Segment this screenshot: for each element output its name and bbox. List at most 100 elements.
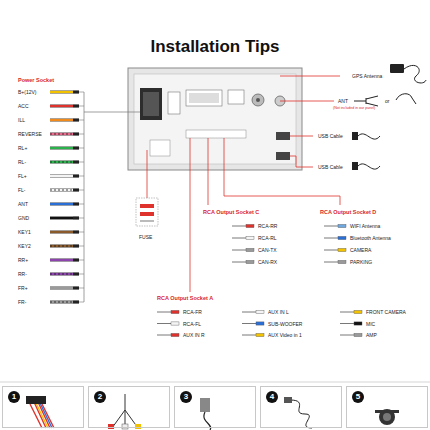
wire [50,259,73,261]
rca-plug [354,333,362,336]
signal-name: AMP [366,331,377,339]
rca-plug [246,236,254,239]
cable [232,250,246,251]
wire-stripe [50,134,73,135]
cable [242,312,256,313]
cable [324,238,338,239]
signal-name: PARKING [350,258,372,266]
rca-plug [338,260,346,263]
port-icons [352,64,426,170]
wire-outline [50,104,73,107]
signal-name: AUX Video in 1 [268,331,302,339]
wire-outline [50,258,73,261]
head-unit [128,68,302,170]
cable [340,323,354,324]
note: or [385,97,389,105]
signal-name: RCA-FL [183,320,201,328]
accessory-cell: 5 [346,386,428,428]
wire-terminal [73,300,79,303]
wire-lead [79,302,84,303]
wire-outline [50,230,73,233]
note: (Not included in our panel) [333,104,375,112]
wire-lead [79,106,84,107]
signal-name: CAMERA [350,246,371,254]
harness-bracket [84,92,140,302]
wire-terminal [73,230,79,233]
wire-terminal [73,104,79,107]
wire-lead [79,260,84,261]
rca-plug [338,224,346,227]
accessory-cell: 3 [174,386,256,428]
wire-terminal [73,272,79,275]
pin-name: ANT [18,200,28,208]
signal-name: AUX IN L [268,308,289,316]
wire-terminal [73,188,79,191]
wire [50,203,73,205]
wire-outline [50,90,73,93]
port-label: GPS Antenna [352,72,382,80]
wire [50,161,73,163]
cable [232,262,246,263]
wire-outline [50,188,73,191]
wire-stripe [50,274,73,275]
cable [242,335,256,336]
socket-heading: RCA Output Socket A [157,294,213,302]
rca-plug [246,260,254,263]
rca-plug [246,224,254,227]
wire [50,189,73,191]
pin-name: B+(12V) [18,88,36,96]
wire-terminal [73,244,79,247]
pin-name: KEY1 [18,228,31,236]
accessory-drawings [0,382,430,430]
cable [157,335,171,336]
wire [50,231,73,233]
wire-outline [50,202,73,205]
rca-plug [171,310,179,313]
wire-lead [79,232,84,233]
cable [324,250,338,251]
accessory-cell: 2 [88,386,170,428]
wire-lead [79,162,84,163]
wire-lead [79,246,84,247]
wire-stripe [50,246,73,247]
wire-outline [50,216,73,219]
wire-lead [79,274,84,275]
wire-stripe [50,190,73,191]
fuse-label: FUSE [139,233,152,241]
socket-heading: RCA Output Socket C [203,208,259,216]
wire-terminal [73,90,79,93]
cable [340,335,354,336]
wire-outline [50,132,73,135]
wire-terminal [73,174,79,177]
wire-lead [79,190,84,191]
wire-outline [50,286,73,289]
wire-lead [79,120,84,121]
leader-lines [147,76,340,292]
wire [50,133,73,135]
rca-plug [256,310,264,313]
wire [50,273,73,275]
signal-name: AUX IN R [183,331,205,339]
wire [50,105,73,107]
accessory-cell: 1 [2,386,84,428]
pin-name: REVERSE [18,130,42,138]
signal-name: RCA-RL [258,234,277,242]
wire-terminal [73,258,79,261]
rca-plug [338,236,346,239]
pin-name: GND [18,214,29,222]
signal-name: CAN-RX [258,258,277,266]
wire-terminal [73,286,79,289]
wire-terminal [73,118,79,121]
wire-lead [79,218,84,219]
wire-outline [50,174,73,177]
wire-outline [50,146,73,149]
rca-plug [171,322,179,325]
pin-name: RR- [18,270,27,278]
cable [232,238,246,239]
pin-name: RR+ [18,256,28,264]
callout-number: 1 [8,391,20,403]
wire-outline [50,160,73,163]
signal-name: RCA-FR [183,308,202,316]
pin-name: FR+ [18,284,28,292]
port-label: USB Cable [318,163,343,171]
